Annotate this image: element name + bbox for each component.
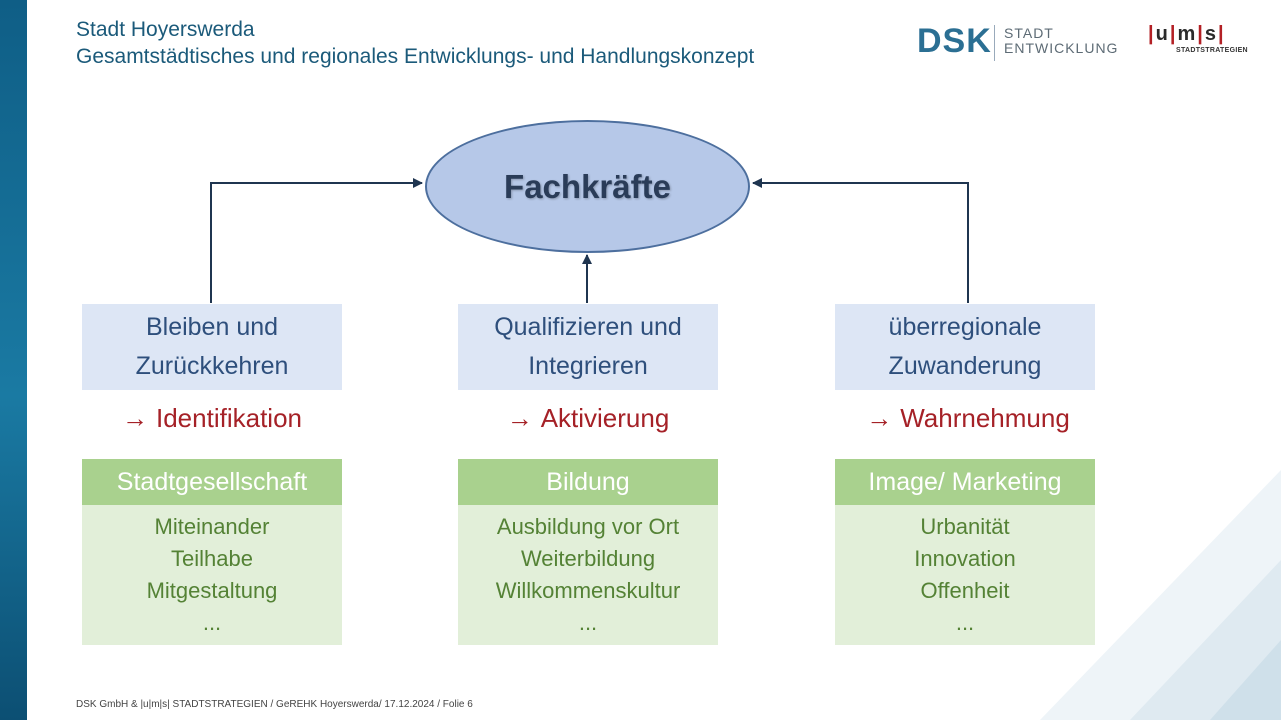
slide-title: Stadt Hoyerswerda bbox=[76, 18, 255, 41]
pillar-line2: Zuwanderung bbox=[888, 352, 1042, 380]
pillar-line1: Qualifizieren und bbox=[494, 313, 682, 341]
pillar-box-qualify-integrate: Qualifizieren und Integrieren bbox=[458, 304, 718, 390]
dsk-logo: DSK STADT ENTWICKLUNG bbox=[917, 22, 1117, 66]
slide-subtitle: Gesamtstädtisches und regionales Entwick… bbox=[76, 45, 755, 68]
arrow-right-icon: → bbox=[866, 403, 893, 433]
card-item: Teilhabe bbox=[171, 546, 253, 571]
ums-logo-subtitle: STADTSTRATEGIEN bbox=[1176, 47, 1248, 54]
card-title: Stadtgesellschaft bbox=[82, 459, 342, 505]
dsk-logo-word: DSK bbox=[917, 22, 992, 60]
ums-logo: |u|m|s| STADTSTRATEGIEN bbox=[1148, 22, 1258, 62]
result-identifikation: → Identifikation bbox=[62, 403, 362, 433]
card-items: Ausbildung vor Ort Weiterbildung Willkom… bbox=[458, 505, 718, 639]
pillar-box-supraregional-migration: überregionale Zuwanderung bbox=[835, 304, 1095, 390]
card-items: Urbanität Innovation Offenheit ... bbox=[835, 505, 1095, 639]
card-item: Offenheit bbox=[920, 578, 1010, 603]
card-item: Ausbildung vor Ort bbox=[496, 514, 680, 539]
card-item: Mitgestaltung bbox=[146, 578, 278, 603]
card-item: Willkommenskultur bbox=[495, 578, 681, 603]
pillar-line2: Integrieren bbox=[528, 352, 648, 380]
dsk-logo-separator bbox=[994, 25, 995, 61]
card-item: ... bbox=[955, 610, 975, 635]
result-label: Identifikation bbox=[156, 403, 302, 433]
center-label: Fachkräfte bbox=[504, 167, 671, 205]
pillar-box-stay-return: Bleiben und Zurückkehren bbox=[82, 304, 342, 390]
dsk-logo-line1: STADT bbox=[1004, 25, 1054, 41]
pillar-line2: Zurückkehren bbox=[135, 352, 289, 380]
card-item: ... bbox=[578, 610, 598, 635]
card-item: ... bbox=[202, 610, 222, 635]
card-items: Miteinander Teilhabe Mitgestaltung ... bbox=[82, 505, 342, 639]
card-title: Image/ Marketing bbox=[835, 459, 1095, 505]
arrow-right-icon: → bbox=[122, 403, 148, 433]
connector-right bbox=[752, 178, 969, 303]
result-label: Wahrnehmung bbox=[900, 403, 1070, 433]
result-wahrnehmung: →Wahrnehmung bbox=[818, 403, 1118, 433]
card-title: Bildung bbox=[458, 459, 718, 505]
slide-footer: DSK GmbH & |u|m|s| STADTSTRATEGIEN / GeR… bbox=[76, 699, 473, 710]
connector-left bbox=[210, 178, 423, 303]
result-aktivierung: →Aktivierung bbox=[438, 403, 738, 433]
pillar-line1: überregionale bbox=[888, 313, 1042, 341]
card-item: Miteinander bbox=[154, 514, 270, 539]
arrow-right-icon: → bbox=[506, 403, 533, 433]
result-label: Aktivierung bbox=[540, 403, 670, 433]
card-item: Urbanität bbox=[920, 514, 1010, 539]
card-stadtgesellschaft: Stadtgesellschaft Miteinander Teilhabe M… bbox=[82, 459, 342, 645]
dsk-logo-line2: ENTWICKLUNG bbox=[1004, 40, 1119, 56]
card-item: Weiterbildung bbox=[520, 546, 656, 571]
pillar-line1: Bleiben und bbox=[145, 313, 279, 341]
center-ellipse: Fachkräfte bbox=[425, 120, 750, 253]
card-image-marketing: Image/ Marketing Urbanität Innovation Of… bbox=[835, 459, 1095, 645]
card-bildung: Bildung Ausbildung vor Ort Weiterbildung… bbox=[458, 459, 718, 645]
ums-logo-word: |u|m|s| bbox=[1148, 23, 1226, 45]
left-accent-bar bbox=[0, 0, 27, 720]
card-item: Innovation bbox=[914, 546, 1016, 571]
